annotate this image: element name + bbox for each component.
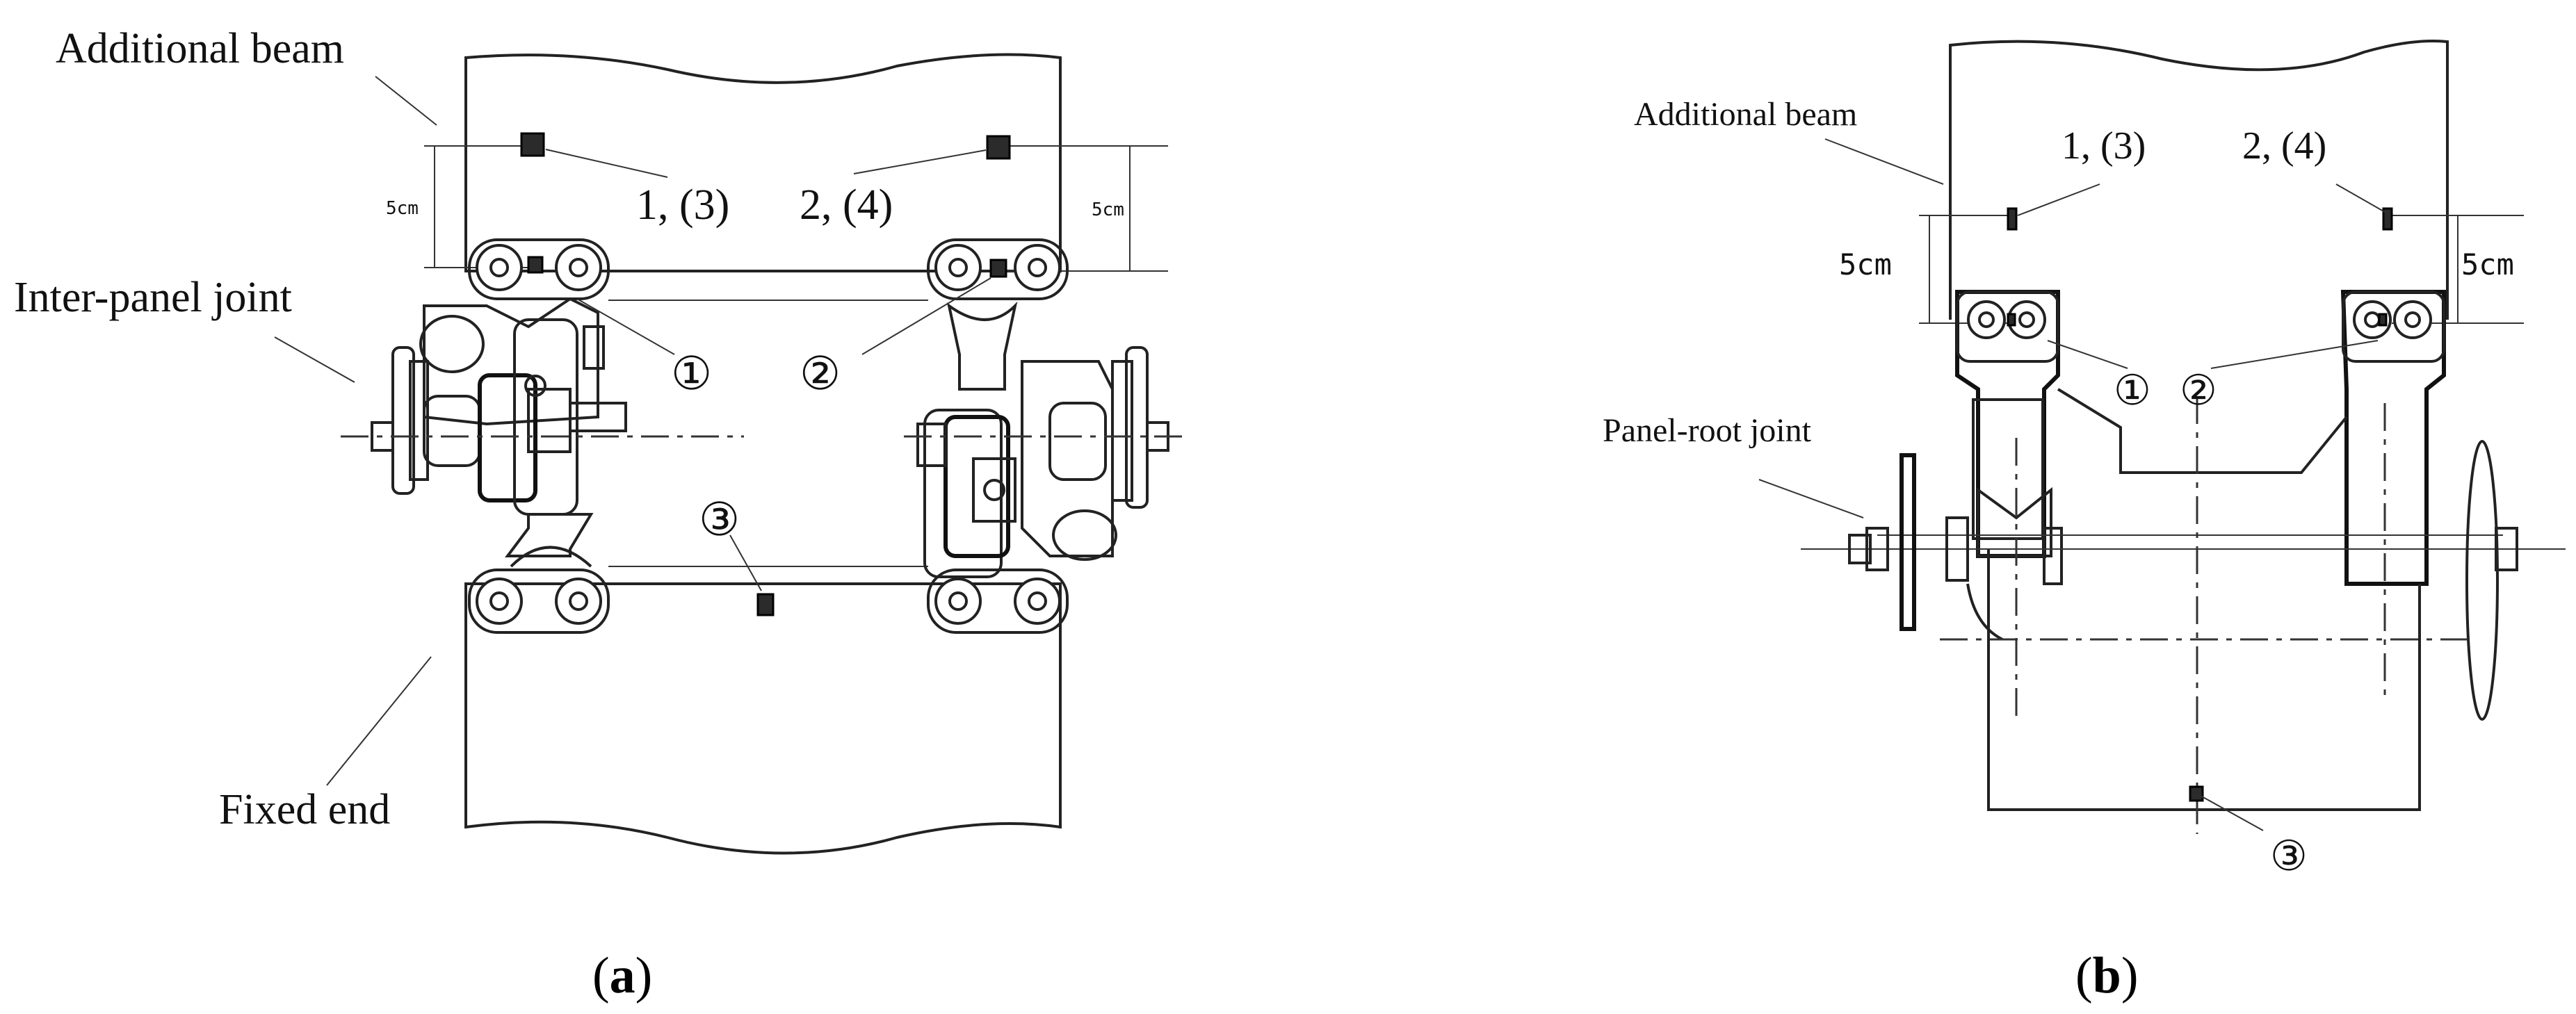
panel-a-label-point-1: ① xyxy=(671,349,712,400)
panel-b-label-panel-root-joint: Panel-root joint xyxy=(1603,412,1812,449)
panel-a-label-dim-left: 5cm xyxy=(386,198,419,219)
panel-b-leader-point-1 xyxy=(2047,340,2128,369)
panel-b-dim-left xyxy=(1919,215,2016,324)
panel-a-caption-open: ( xyxy=(592,947,610,1004)
panel-b-label-dim-left: 5cm xyxy=(1839,247,1892,281)
panel-b-cradle xyxy=(2057,388,2348,474)
panel-a-caption: (a) xyxy=(592,947,652,1004)
panel-b-label-sensor-1-3: 1, (3) xyxy=(2061,124,2146,167)
panel-a-leader-inter-panel xyxy=(274,336,355,383)
panel-a-label-inter-panel-joint: Inter-panel joint xyxy=(14,274,292,321)
panel-a-leader-point-1 xyxy=(576,298,675,355)
panel-a-sensor-1 xyxy=(520,132,545,157)
panel-a-top-left-rollers xyxy=(468,238,610,300)
panel-a-label-sensor-1-3: 1, (3) xyxy=(636,181,729,229)
panel-a-top-right-rollers xyxy=(927,238,1069,300)
panel-b-shaft xyxy=(1801,440,2566,721)
panel-a-caption-letter: a xyxy=(610,947,635,1004)
panel-a-fixed-end-outline xyxy=(464,582,1062,855)
panel-a-label-point-3: ③ xyxy=(699,495,740,546)
panel-b-caption-close: ) xyxy=(2121,947,2139,1004)
panel-a-drawing: Additional beam Inter-panel joint Fixed … xyxy=(14,25,1182,1004)
panel-a-leader-point-3 xyxy=(729,534,762,591)
panel-a-sensor-point-2 xyxy=(989,259,1007,278)
panel-a-left-joint-mechanism xyxy=(371,297,627,568)
panel-b-left-hinge xyxy=(1955,290,2063,585)
panel-a-label-dim-right: 5cm xyxy=(1092,199,1124,220)
panel-a-label-additional-beam: Additional beam xyxy=(56,25,344,72)
panel-b-sensor-2 xyxy=(2382,207,2393,231)
panel-a-right-joint-mechanism xyxy=(916,301,1169,578)
panel-a-label-fixed-end: Fixed end xyxy=(219,786,390,833)
panel-b-leader-1-3 xyxy=(2017,183,2100,216)
panel-a-caption-close: ) xyxy=(635,947,653,1004)
panel-b-label-sensor-2-4: 2, (4) xyxy=(2242,124,2326,167)
panel-a-bottom-right-rollers xyxy=(927,569,1069,634)
panel-b-lower-body xyxy=(1987,549,2421,811)
panel-b-caption-letter: b xyxy=(2093,947,2121,1004)
panel-b-sensor-point-2 xyxy=(2378,313,2388,327)
panel-b-right-hinge xyxy=(2340,290,2446,586)
panel-a-leader-point-2 xyxy=(861,277,991,355)
panel-b-additional-beam-outline xyxy=(1949,40,2449,320)
panel-a-leader-2-4 xyxy=(853,149,987,174)
panel-b-label-dim-right: 5cm xyxy=(2461,247,2514,281)
panel-b-leader-panel-root xyxy=(1758,479,1864,518)
panel-a-sensor-point-1 xyxy=(527,256,544,274)
panel-b-leader-point-2 xyxy=(2210,340,2379,369)
panel-a-bottom-left-rollers xyxy=(468,569,610,634)
panel-a-leader-additional-beam xyxy=(375,76,437,126)
panel-b-sensor-1 xyxy=(2007,207,2018,231)
panel-a-sensor-2 xyxy=(986,135,1011,160)
panel-a-leader-fixed-end xyxy=(326,656,432,786)
panel-b-caption-open: ( xyxy=(2075,947,2093,1004)
panel-b-label-additional-beam: Additional beam xyxy=(1634,96,1857,133)
panel-b-label-point-2: ② xyxy=(2180,368,2217,414)
panel-b-sensor-point-1 xyxy=(2007,313,2016,327)
panel-a-label-sensor-2-4: 2, (4) xyxy=(800,181,893,229)
panel-a-sensor-point-3 xyxy=(756,593,775,616)
panel-b-label-point-3: ③ xyxy=(2270,833,2308,879)
panel-b-drawing: Additional beam Panel-root joint 1, (3) … xyxy=(1603,40,2566,1004)
panel-b-leader-2-4 xyxy=(2335,183,2385,213)
panel-a-label-point-2: ② xyxy=(800,349,841,400)
panel-b-sensor-point-3 xyxy=(2189,785,2204,802)
panel-b-leader-point-3 xyxy=(2200,795,2264,831)
panel-b-label-point-1: ① xyxy=(2114,368,2151,414)
panel-b-caption: (b) xyxy=(2075,947,2138,1004)
panel-a-leader-1-3 xyxy=(545,149,668,178)
panel-b-leader-additional-beam xyxy=(1824,138,1944,185)
panel-a-additional-beam-outline xyxy=(464,53,1062,272)
